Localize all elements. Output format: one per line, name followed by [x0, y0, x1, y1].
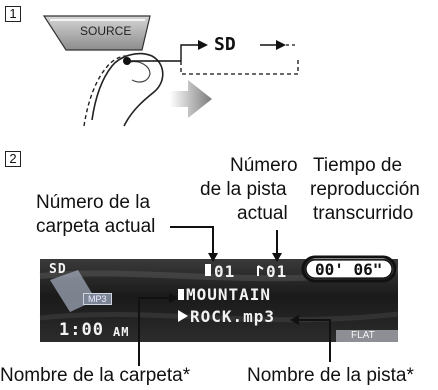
press-point-icon	[123, 57, 131, 65]
display-track-number: 01	[266, 262, 288, 281]
elapsed-time-frame	[301, 255, 397, 283]
flow-target-label: SD	[214, 34, 236, 55]
source-flow-diagram	[180, 40, 299, 75]
display-folder-number: 01	[214, 262, 236, 281]
display-ampm: AM	[113, 325, 130, 339]
display-folder-name: MOUNTAIN	[186, 285, 272, 304]
label-track-number-2: de la pista	[200, 179, 287, 200]
step-1-marker: 1	[5, 6, 21, 22]
label-elapsed-2: reproducción	[310, 179, 420, 200]
finger-motion-trace	[83, 55, 127, 127]
display-eq-mode: FLAT	[351, 330, 375, 341]
press-direction-arrow-icon	[170, 80, 212, 118]
label-folder-number-2: carpeta actual	[36, 216, 156, 237]
track-name-icon	[178, 310, 188, 322]
label-track-number-3: actual	[237, 203, 288, 224]
folder-name-icon	[178, 289, 184, 300]
annotation-arrows	[138, 226, 331, 366]
display-clock: 1:00	[59, 320, 104, 340]
label-track-number-1: Número	[230, 155, 298, 176]
label-elapsed-3: transcurrido	[313, 203, 414, 224]
display-source: SD	[49, 262, 67, 277]
label-track-name: Nombre de la pista*	[247, 365, 414, 386]
label-folder-name: Nombre de la carpeta*	[0, 365, 191, 386]
display-format: MP3	[83, 293, 112, 305]
source-button[interactable]	[42, 15, 151, 51]
track-number-icon	[257, 265, 264, 276]
label-elapsed-1: Tiempo de	[313, 155, 403, 176]
step-2-marker: 2	[5, 151, 21, 167]
source-button-label: SOURCE	[80, 24, 132, 38]
display-elapsed-time: 00' 06"	[315, 260, 383, 279]
folder-number-icon	[205, 264, 211, 276]
label-folder-number-1: Número de la	[36, 192, 151, 213]
display-track-name: ROCK.mp3	[190, 307, 276, 326]
finger-icon	[91, 52, 164, 127]
